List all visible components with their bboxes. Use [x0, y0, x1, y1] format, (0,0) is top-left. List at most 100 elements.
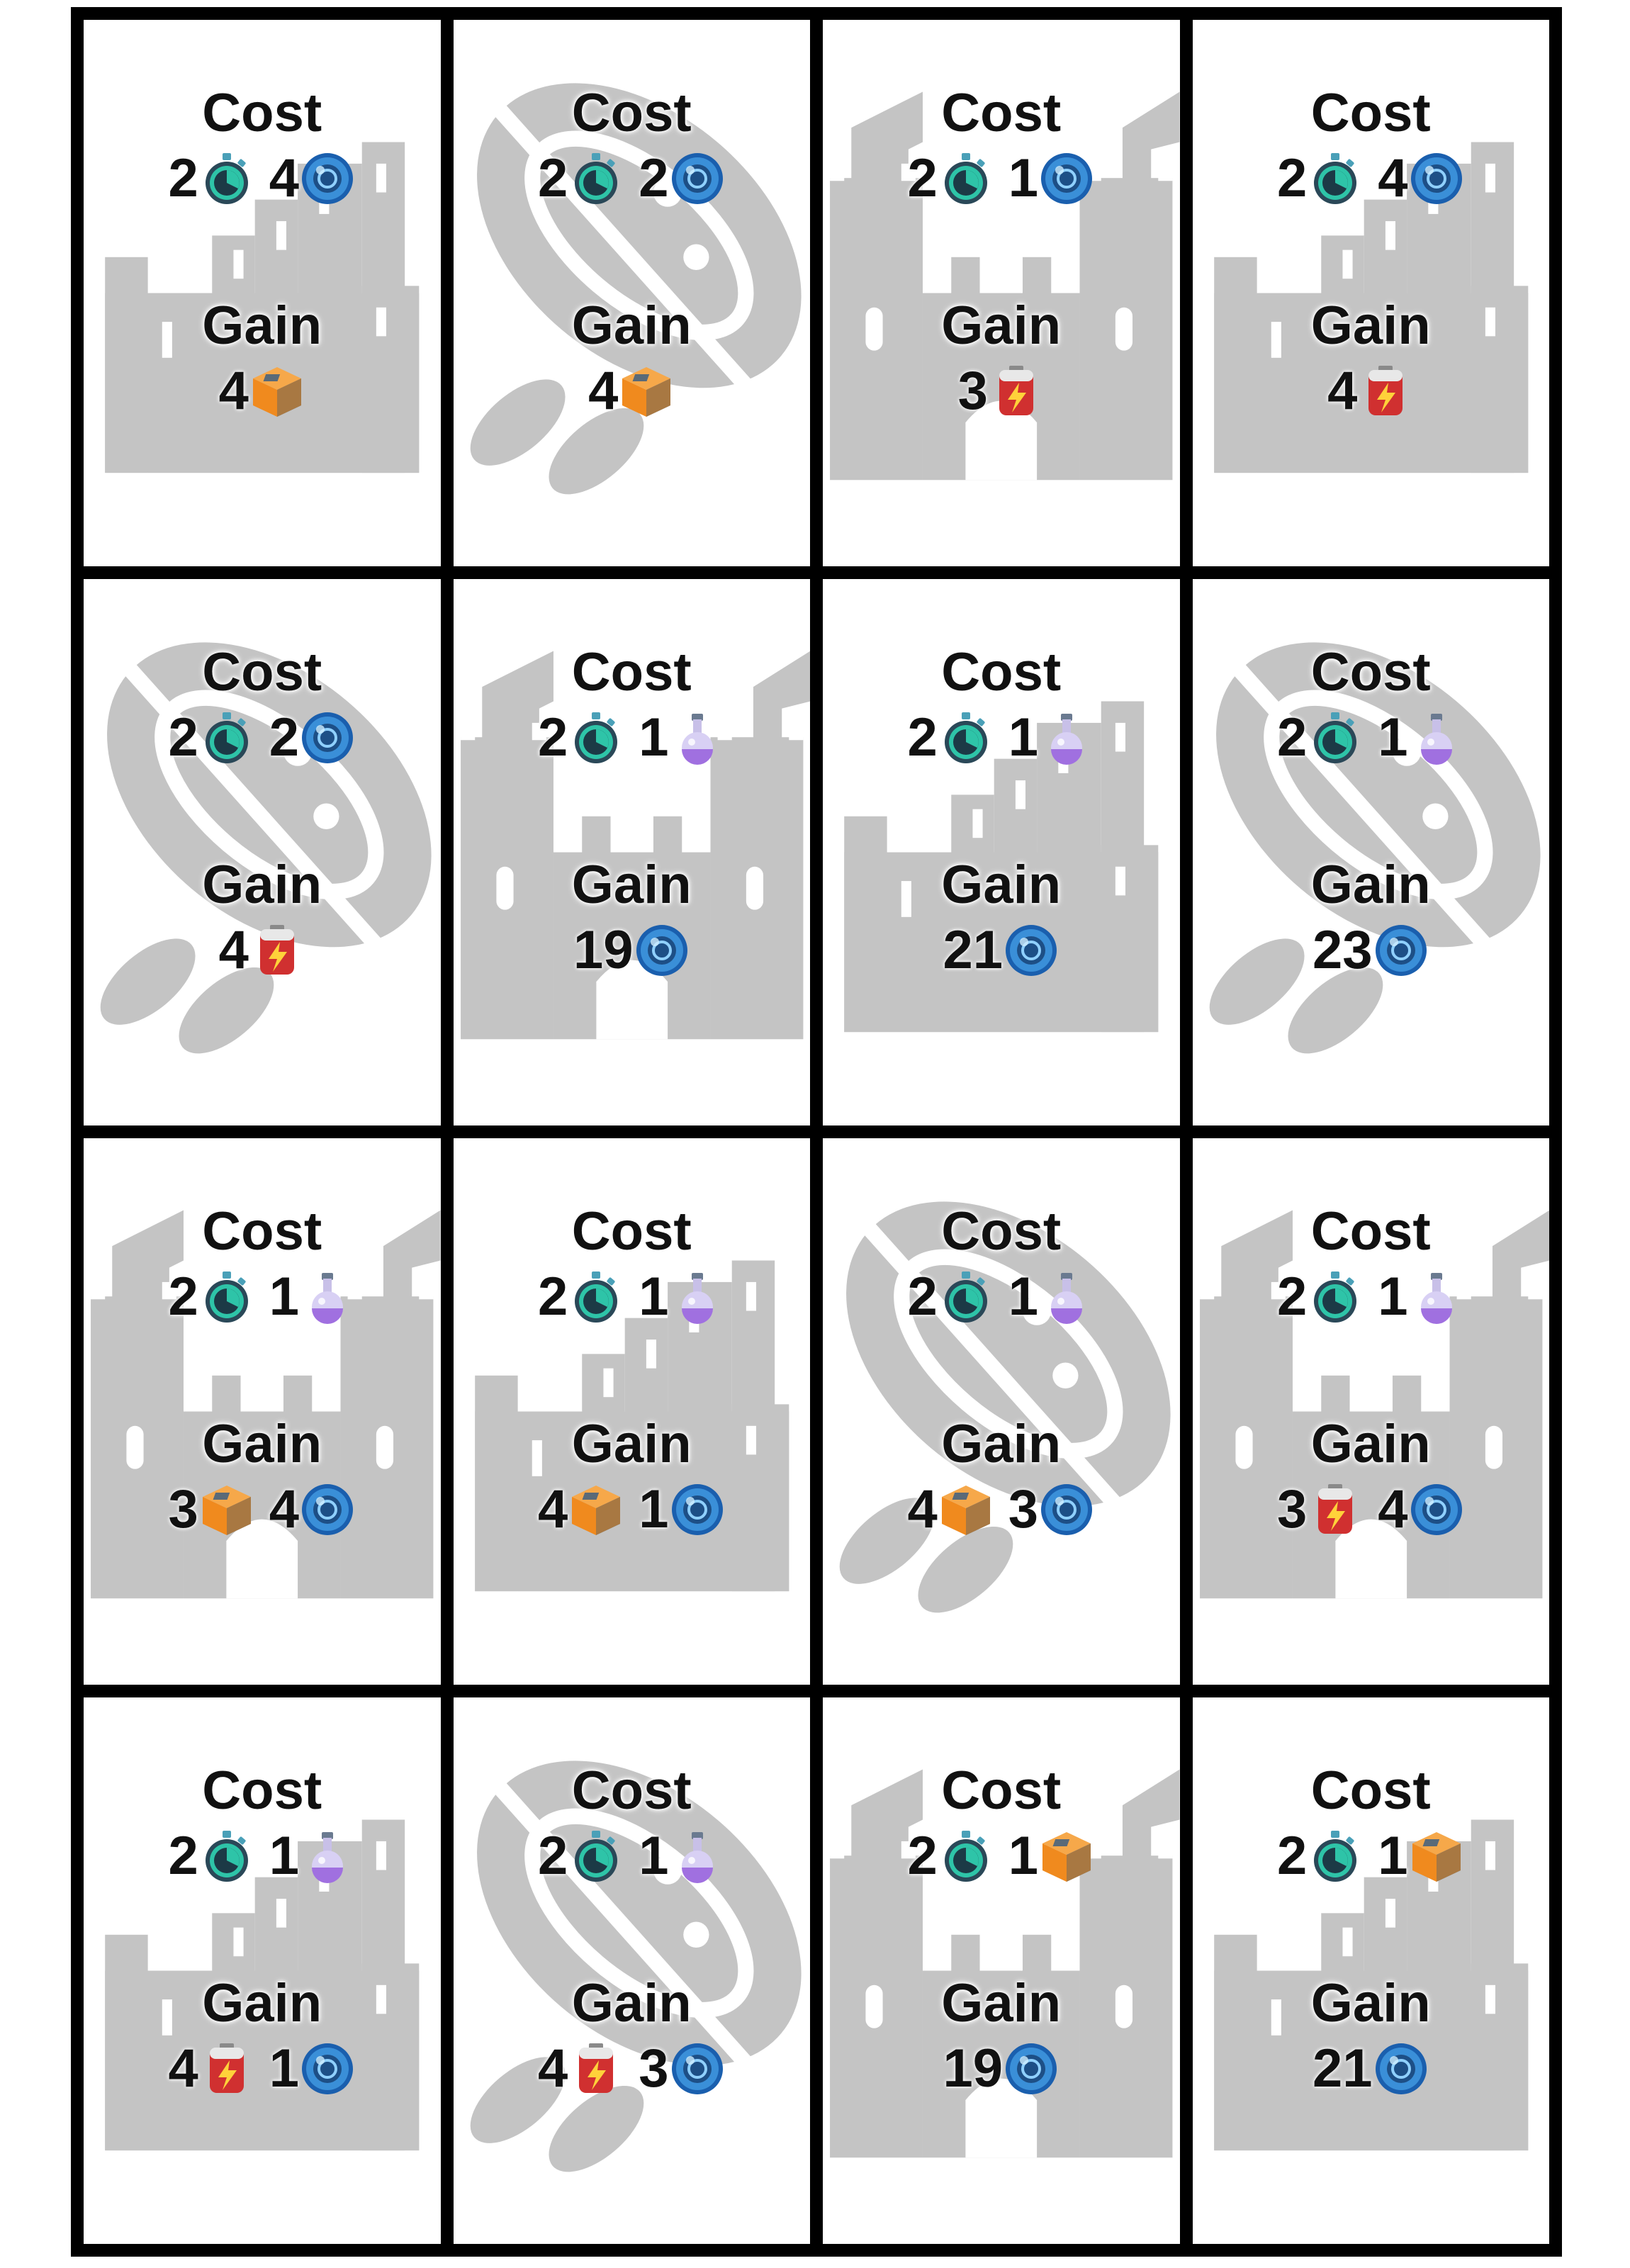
- gain-quantity: 4: [537, 1479, 568, 1539]
- cost-quantity: 2: [1276, 148, 1308, 208]
- cost-quantity: 2: [537, 1826, 568, 1886]
- gain-item: 4: [269, 1478, 356, 1541]
- potion-icon: [669, 1828, 726, 1885]
- potion-icon: [299, 1269, 356, 1325]
- cost-item: 1: [639, 1825, 725, 1887]
- cost-items: 2 1: [531, 1822, 733, 1890]
- cost-item: 2: [639, 147, 725, 210]
- cost-item: 4: [269, 147, 356, 210]
- cost-items: 2 1: [161, 1822, 363, 1890]
- gain-quantity: 3: [1276, 1479, 1308, 1539]
- stopwatch-icon: [198, 709, 255, 766]
- castle-silhouette: [823, 1697, 1180, 2244]
- cost-item: 1: [1008, 1825, 1095, 1887]
- energy-orb-icon: [299, 150, 356, 207]
- cost-quantity: 1: [639, 707, 669, 768]
- gain-item: 3: [1008, 1478, 1095, 1541]
- crate-icon: [249, 363, 305, 420]
- cost-quantity: 2: [537, 148, 568, 208]
- spaceship-silhouette: [454, 1697, 811, 2244]
- gain-items: 23: [1305, 916, 1437, 984]
- cost-item: 2: [168, 147, 254, 210]
- stopwatch-icon: [198, 1269, 255, 1325]
- cost-quantity: 1: [639, 1826, 669, 1886]
- cost-item: 2: [907, 1825, 994, 1887]
- energy-orb-icon: [299, 1481, 356, 1538]
- energy-orb-icon: [1038, 150, 1095, 207]
- gain-item: 4: [538, 2038, 624, 2100]
- gain-item: 21: [943, 919, 1060, 982]
- cost-item: 1: [1008, 1266, 1095, 1328]
- city-silhouette: [1193, 1697, 1550, 2244]
- gain-title: Gain: [571, 296, 692, 356]
- gain-quantity: 4: [1378, 1479, 1408, 1539]
- gain-items: 4 3: [531, 2035, 733, 2103]
- battery-icon: [198, 2040, 255, 2097]
- gain-quantity: 19: [573, 920, 634, 980]
- battery-icon: [988, 363, 1045, 420]
- cost-quantity: 1: [1008, 707, 1039, 768]
- potion-icon: [1408, 1269, 1465, 1325]
- cost-title: Cost: [571, 642, 692, 702]
- cost-items: 2 1: [1270, 1822, 1472, 1890]
- cost-item: 1: [1378, 1825, 1464, 1887]
- cost-item: 1: [1008, 147, 1095, 210]
- gain-title: Gain: [941, 296, 1062, 356]
- cost-quantity: 4: [1378, 148, 1408, 208]
- cost-quantity: 2: [168, 1267, 198, 1327]
- gain-item: 4: [538, 1478, 624, 1541]
- gain-item: 3: [639, 2038, 725, 2100]
- gain-item: 3: [958, 360, 1045, 422]
- stopwatch-icon: [938, 709, 994, 766]
- cost-title: Cost: [202, 642, 322, 702]
- potion-icon: [1038, 1269, 1095, 1325]
- gain-item: 4: [219, 360, 305, 422]
- energy-orb-icon: [1003, 922, 1060, 979]
- gain-items: 4: [1320, 357, 1421, 425]
- gain-quantity: 3: [1008, 1479, 1039, 1539]
- castle-silhouette: [84, 1138, 441, 1685]
- cost-item: 2: [269, 707, 356, 769]
- cost-title: Cost: [571, 83, 692, 143]
- gain-items: 4: [212, 357, 313, 425]
- cost-quantity: 1: [1378, 1826, 1408, 1886]
- gain-quantity: 3: [168, 1479, 198, 1539]
- cost-items: 2 1: [531, 1263, 733, 1331]
- energy-orb-icon: [1003, 2040, 1060, 2097]
- gain-item: 1: [269, 2038, 356, 2100]
- cost-quantity: 2: [1276, 1826, 1308, 1886]
- gain-items: 3 4: [1270, 1476, 1472, 1544]
- cost-items: 2 1: [1270, 1263, 1472, 1331]
- stopwatch-icon: [1307, 709, 1364, 766]
- stopwatch-icon: [568, 1269, 624, 1325]
- cost-title: Cost: [941, 83, 1062, 143]
- cost-item: 2: [1277, 1266, 1364, 1328]
- spaceship-silhouette: [823, 1138, 1180, 1685]
